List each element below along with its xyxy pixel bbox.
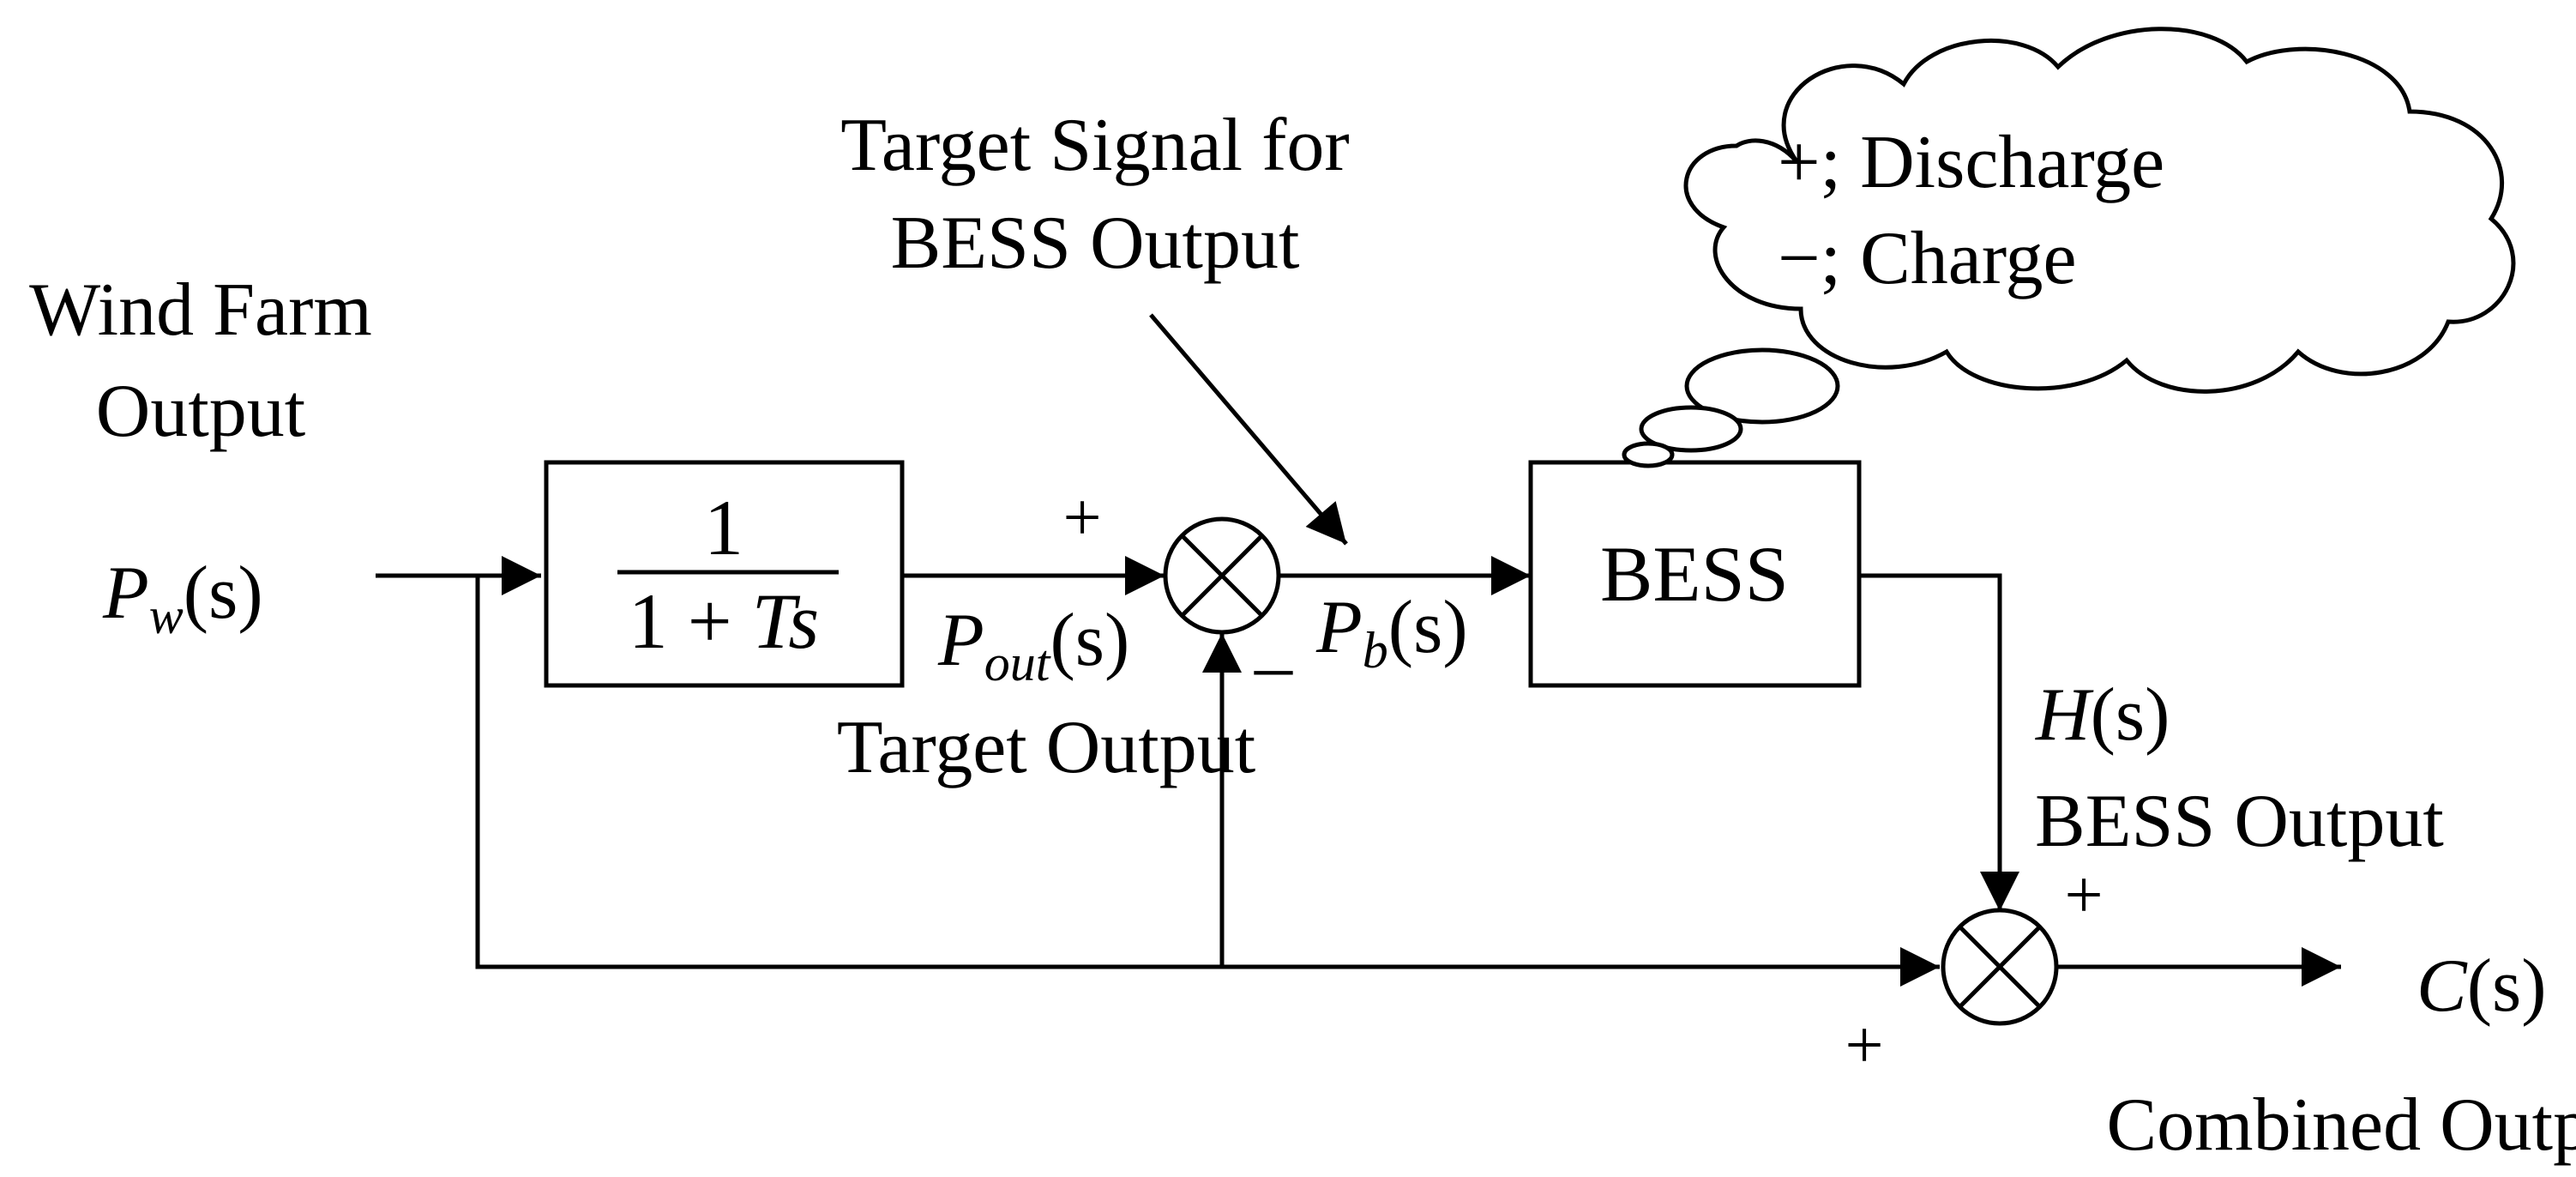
pb-signal-label: Pb(s) [1315, 586, 1468, 679]
cloud-discharge-text: +; Discharge [1778, 121, 2164, 204]
c-signal-label: C(s) [2417, 945, 2547, 1028]
sum2-plus-sign-bottom: + [1845, 1008, 1883, 1083]
wind-farm-label-line2: Output [96, 370, 305, 453]
sum2-plus-sign-top: + [2064, 858, 2103, 933]
wind-farm-label-line1: Wind Farm [29, 269, 372, 352]
sum1-minus-sign: _ [1254, 599, 1293, 682]
sum1-plus-sign: + [1062, 480, 1101, 556]
bess-block [1528, 460, 1862, 688]
lowpass-filter-block [544, 460, 905, 688]
combined-output-label: Combined Output [2106, 1083, 2576, 1167]
summing-junction-2 [1941, 908, 2059, 1026]
target-signal-pointer-arrow [1149, 313, 1348, 546]
target-output-label: Target Output [837, 706, 1255, 789]
bess-block-label: BESS [1600, 530, 1789, 618]
bess-output-wire [1859, 573, 2019, 911]
bess-output-label: BESS Output [2035, 780, 2444, 863]
filter-numerator: 1 [704, 484, 743, 571]
target-signal-label-line1: Target Signal for [840, 104, 1349, 187]
summing-junction-1 [1163, 516, 1281, 635]
pout-signal-label: Pout(s) [937, 599, 1129, 691]
h-signal-label: H(s) [2035, 673, 2170, 757]
pw-signal-label: Pw(s) [102, 552, 263, 644]
filter-denominator: 1 + Ts [629, 577, 819, 665]
feedforward-wire [475, 576, 1940, 987]
target-signal-label-line2: BESS Output [891, 202, 1300, 285]
charge-discharge-cloud [1622, 27, 2516, 468]
cloud-charge-text: −; Charge [1778, 217, 2077, 300]
